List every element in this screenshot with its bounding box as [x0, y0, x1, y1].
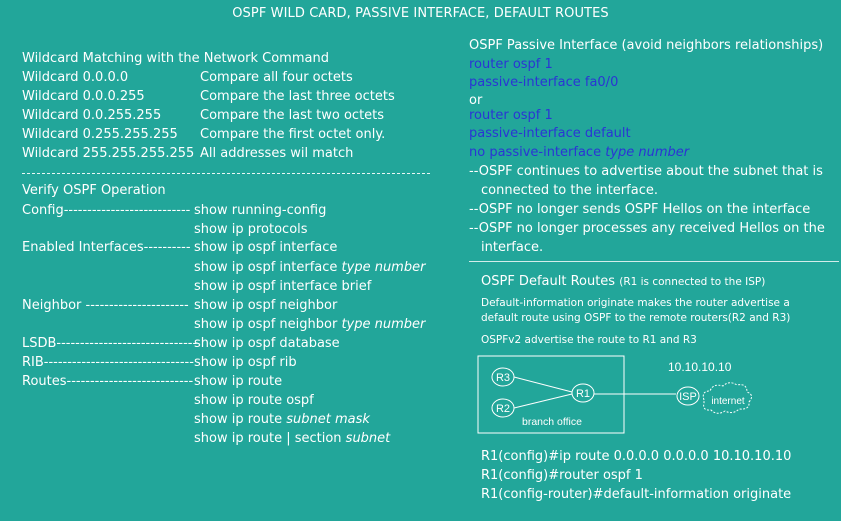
command-param: type number: [605, 145, 690, 160]
isp-ip-label: 10.10.10.10: [668, 360, 732, 374]
verify-label-rib: RIB--------------------------------: [22, 355, 194, 370]
internet-cloud-icon: [702, 382, 753, 414]
wildcard-desc: Compare the last three octets: [200, 89, 395, 104]
r2-label: R2: [496, 403, 510, 415]
default-routes-desc: default route using OSPF to the remote r…: [481, 312, 791, 324]
verify-label-enabled-interfaces: Enabled Interfaces----------: [22, 240, 191, 255]
command-text: show ip ospf interface: [194, 260, 342, 275]
verify-label-neighbor: Neighbor ----------------------: [22, 298, 189, 313]
verify-command: show ip route ospf: [194, 393, 314, 408]
default-route-config: R1(config)#ip route 0.0.0.0 0.0.0.0 10.1…: [481, 449, 792, 464]
wildcard-mask: Wildcard 0.0.0.255: [22, 89, 145, 104]
wildcard-mask: Wildcard 0.0.255.255: [22, 108, 162, 123]
passive-note: --OSPF no longer processes any received …: [469, 221, 825, 236]
passive-heading: OSPF Passive Interface (avoid neighbors …: [469, 38, 824, 53]
default-route-config: R1(config-router)#default-information or…: [481, 487, 792, 502]
slide-title: OSPF WILD CARD, PASSIVE INTERFACE, DEFAU…: [232, 6, 609, 21]
verify-label-lsdb: LSDB------------------------------: [22, 336, 198, 351]
command-param: type number: [341, 317, 426, 332]
passive-command: no passive-interface type number: [469, 143, 689, 162]
verify-command: show ip protocols: [194, 222, 308, 237]
verify-command: show ip ospf neighbor type number: [194, 315, 425, 334]
verify-command: show running-config: [194, 203, 327, 218]
passive-command: router ospf 1: [469, 57, 553, 72]
command-text: no passive-interface: [469, 145, 606, 160]
heading-text: OSPF Default Routes: [481, 274, 616, 289]
verify-heading: Verify OSPF Operation: [22, 183, 166, 198]
r1-label: R1: [576, 388, 590, 400]
isp-label: ISP: [679, 391, 697, 403]
command-param: type number: [341, 260, 426, 275]
command-param: subnet: [345, 431, 391, 446]
verify-command: show ip ospf rib: [194, 355, 297, 370]
verify-label-routes: Routes---------------------------: [22, 374, 194, 389]
isp-node: [676, 386, 700, 406]
wildcard-mask: Wildcard 0.0.0.0: [22, 70, 129, 85]
wildcard-desc: Compare the last two octets: [200, 108, 385, 123]
router-r1-node: [571, 383, 595, 403]
passive-note: connected to the interface.: [481, 183, 658, 198]
router-r2-node: [491, 398, 515, 418]
wildcard-mask: Wildcard 255.255.255.255: [22, 146, 195, 161]
branch-office-label: branch office: [522, 416, 582, 428]
default-route-config: R1(config)#router ospf 1: [481, 468, 643, 483]
verify-command: show ip ospf interface: [194, 240, 338, 255]
command-param: subnet mask: [286, 412, 370, 427]
default-routes-heading: OSPF Default Routes (R1 is connected to …: [481, 272, 765, 291]
r3-label: R3: [496, 372, 510, 384]
passive-note: --OSPF no longer sends OSPF Hellos on th…: [469, 202, 811, 217]
verify-command: show ip ospf interface brief: [194, 279, 372, 294]
router-r3-node: [491, 367, 515, 387]
command-text: show ip ospf neighbor: [194, 317, 342, 332]
passive-note: --OSPF continues to advertise about the …: [469, 164, 823, 179]
section-divider: [469, 261, 839, 262]
wildcard-heading: Wildcard Matching with the Network Comma…: [22, 51, 329, 66]
internet-label: internet: [711, 396, 745, 407]
wildcard-desc: Compare the first octet only.: [200, 127, 386, 142]
verify-label-config: Config---------------------------: [22, 203, 191, 218]
passive-or: or: [469, 93, 483, 108]
passive-command: router ospf 1: [469, 108, 553, 123]
wildcard-desc: All addresses wil match: [200, 146, 354, 161]
wildcard-desc: Compare all four octets: [200, 70, 353, 85]
command-text: show ip route: [194, 412, 287, 427]
verify-command: show ip ospf neighbor: [194, 298, 338, 313]
section-divider: [22, 173, 430, 174]
link-r2-r1: [513, 393, 573, 409]
network-diagram: R3 R2 R1 ISP internet 10.10.10.10 branch…: [477, 355, 753, 434]
verify-command: show ip route | section subnet: [194, 429, 390, 448]
passive-note: interface.: [481, 240, 544, 255]
heading-note: (R1 is connected to the ISP): [619, 276, 766, 288]
verify-command: show ip route: [194, 374, 283, 389]
passive-command: passive-interface fa0/0: [469, 75, 619, 90]
verify-command: show ip ospf database: [194, 336, 340, 351]
default-routes-desc: Default-information originate makes the …: [481, 297, 790, 309]
passive-command: passive-interface default: [469, 126, 631, 141]
command-text: show ip route | section: [194, 431, 346, 446]
link-r3-r1: [513, 376, 573, 393]
verify-command: show ip route subnet mask: [194, 410, 370, 429]
verify-command: show ip ospf interface type number: [194, 258, 425, 277]
default-routes-desc: OSPFv2 advertise the route to R1 and R3: [481, 334, 697, 346]
wildcard-mask: Wildcard 0.255.255.255: [22, 127, 178, 142]
